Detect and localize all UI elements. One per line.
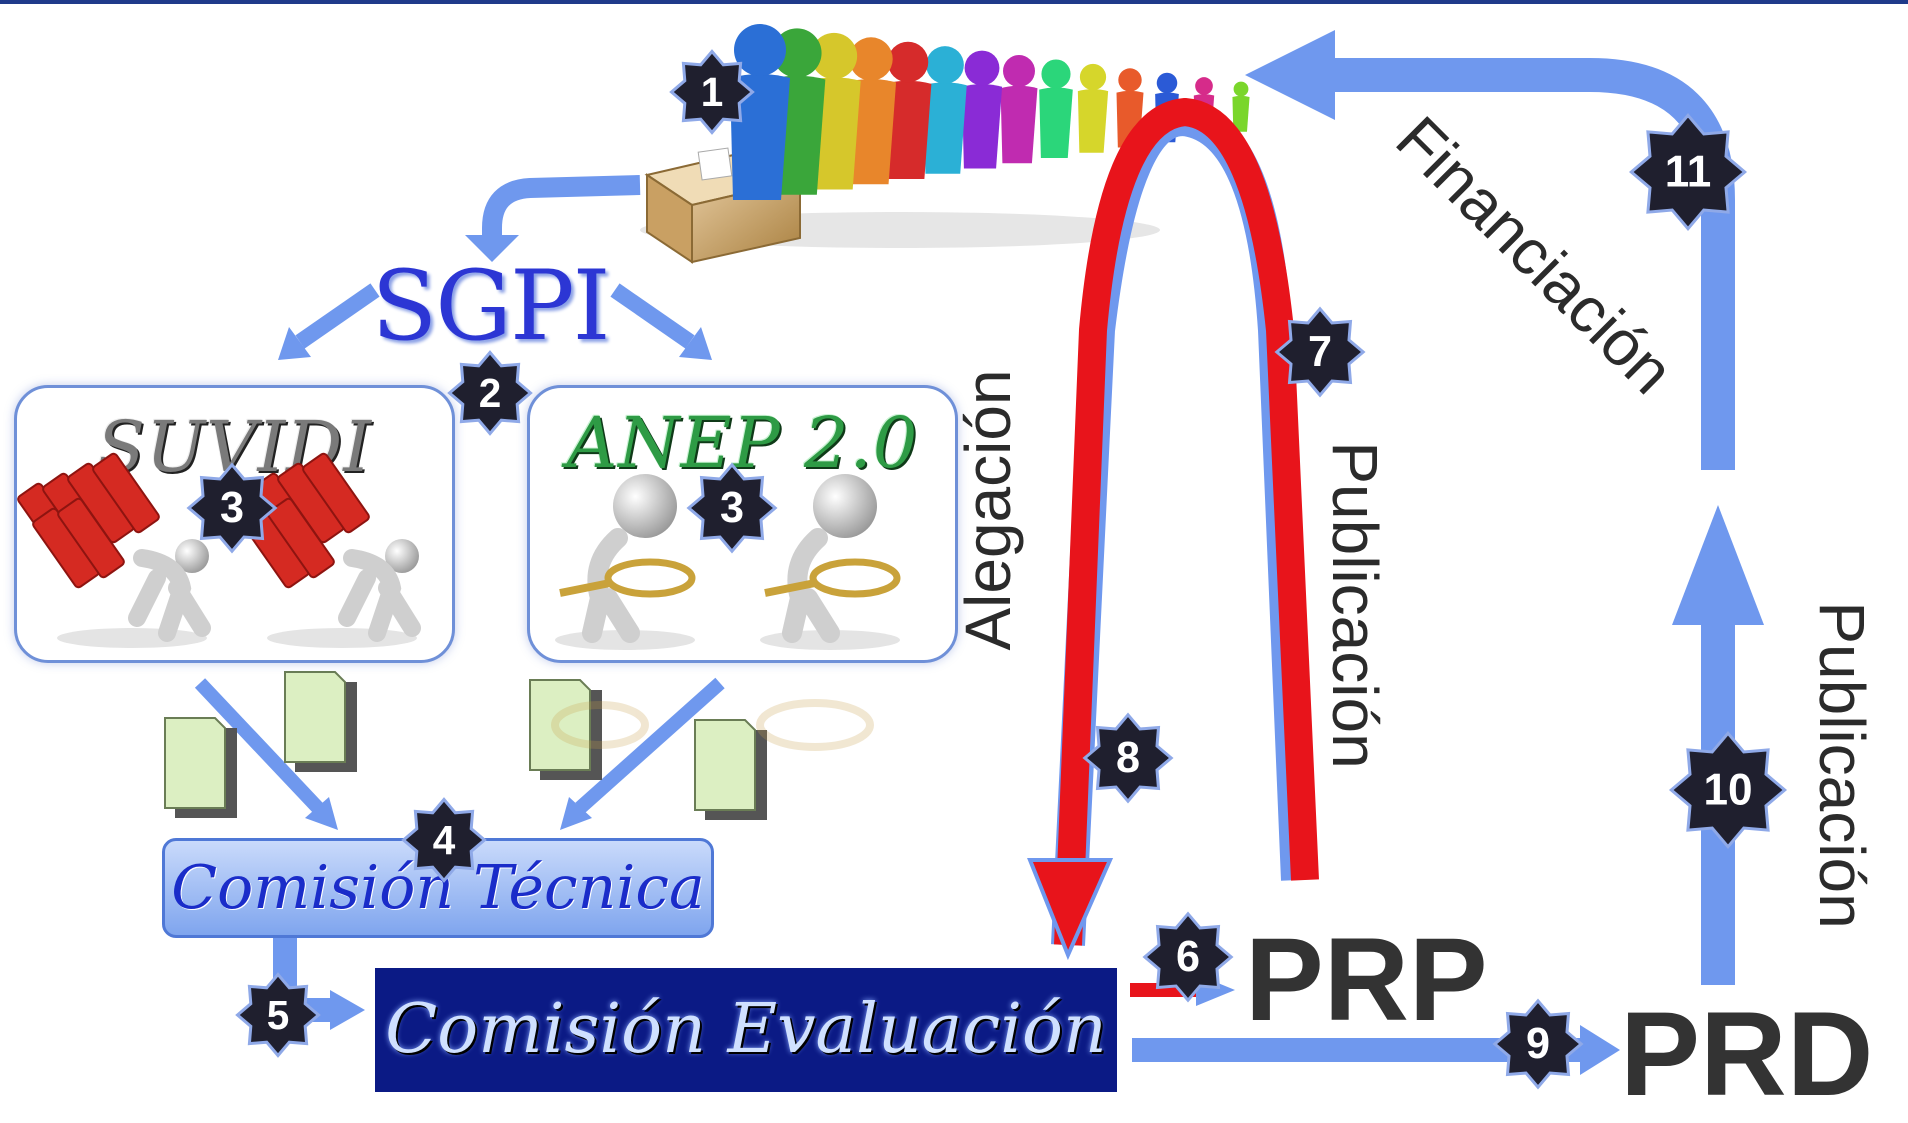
voting-queue-icon [640,24,1250,264]
person-figure-icon [1039,59,1073,158]
person-figure-icon [884,41,932,179]
step-badge-1: 1 [669,49,755,135]
document-icon [694,719,767,820]
step-number: 2 [479,370,502,416]
step-number: 4 [433,817,456,863]
step-badge-9: 9 [1492,998,1584,1090]
step-number: 10 [1703,766,1752,815]
step-badge-2: 2 [447,350,533,436]
prp-label: PRP [1245,914,1488,1046]
step-badge-7: 7 [1274,306,1366,398]
step-number: 7 [1308,328,1332,376]
step-badge-11: 11 [1628,112,1748,232]
figure-with-magnifier-icon [555,474,696,650]
step-number: 8 [1116,734,1140,782]
sgpi-title: SGPI [371,250,611,362]
document-icon [164,717,237,818]
person-figure-icon [1077,63,1109,153]
person-figure-icon [1232,81,1250,132]
figure-with-magnifier-icon [760,474,901,650]
anep-title: ANEP 2.0 [566,402,919,484]
step-badge-8: 8 [1082,712,1174,804]
step-badge-4: 4 [401,797,487,883]
step-badges: 1 2 3 3 4 5 6 7 8 9 10 11 [186,49,1788,1090]
top-rule [0,0,1908,4]
step-number: 6 [1176,933,1200,981]
step-number: 1 [701,69,724,115]
figure-with-magnifier-icons [555,474,901,650]
step-number: 5 [267,992,290,1038]
comision-evaluacion-box: Comisión Evaluación [375,968,1117,1092]
document-icon [284,671,357,772]
step-number: 3 [720,484,744,532]
people-queue-icon [730,24,1250,200]
step-badge-6: 6 [1142,911,1234,1003]
step-badge-3: 3 [186,462,278,554]
step-number: 11 [1665,148,1712,197]
person-figure-icon [961,50,1003,169]
document-icon [529,679,602,780]
step-badge-5: 5 [235,972,321,1058]
person-figure-icon [923,46,967,174]
person-figure-icon [1000,55,1038,164]
step-number: 3 [220,484,244,532]
magnifier-reflection [551,699,874,751]
figure-carrying-files-icon [17,452,211,648]
step-number: 9 [1526,1020,1550,1068]
step-badge-3: 3 [686,462,778,554]
step-badge-10: 10 [1668,730,1788,850]
person-figure-icon [730,24,790,200]
